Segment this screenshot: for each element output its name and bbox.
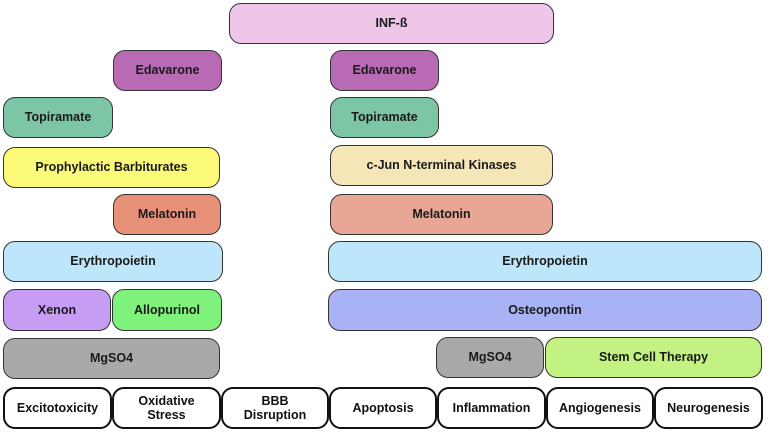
treatment-cjun-kinases: c-Jun N-terminal Kinases xyxy=(330,145,553,186)
treatment-topiramate-left: Topiramate xyxy=(3,97,113,138)
treatment-stem-cell-therapy: Stem Cell Therapy xyxy=(545,337,762,378)
treatment-topiramate-right: Topiramate xyxy=(330,97,439,138)
treatment-edavarone-right: Edavarone xyxy=(330,50,439,91)
treatment-osteopontin: Osteopontin xyxy=(328,289,762,331)
category-angiogenesis: Angiogenesis xyxy=(546,387,654,429)
category-neurogenesis: Neurogenesis xyxy=(654,387,763,429)
treatment-edavarone-left: Edavarone xyxy=(113,50,222,91)
treatment-erythropoietin-right: Erythropoietin xyxy=(328,241,762,282)
treatment-allopurinol: Allopurinol xyxy=(112,289,222,331)
category-apoptosis: Apoptosis xyxy=(329,387,437,429)
treatment-xenon: Xenon xyxy=(3,289,111,331)
category-bbb-disruption: BBB Disruption xyxy=(221,387,329,429)
category-excitotoxicity: Excitotoxicity xyxy=(3,387,112,429)
treatment-erythropoietin-left: Erythropoietin xyxy=(3,241,223,282)
category-inflammation: Inflammation xyxy=(437,387,546,429)
treatment-infb: INF-ß xyxy=(229,3,554,44)
treatment-prophylactic-barbiturates: Prophylactic Barbiturates xyxy=(3,147,220,188)
treatment-melatonin-right: Melatonin xyxy=(330,194,553,235)
treatment-mgso4-right: MgSO4 xyxy=(436,337,544,378)
treatment-melatonin-left: Melatonin xyxy=(113,194,221,235)
category-oxidative-stress: Oxidative Stress xyxy=(112,387,221,429)
treatment-mgso4-left: MgSO4 xyxy=(3,338,220,379)
